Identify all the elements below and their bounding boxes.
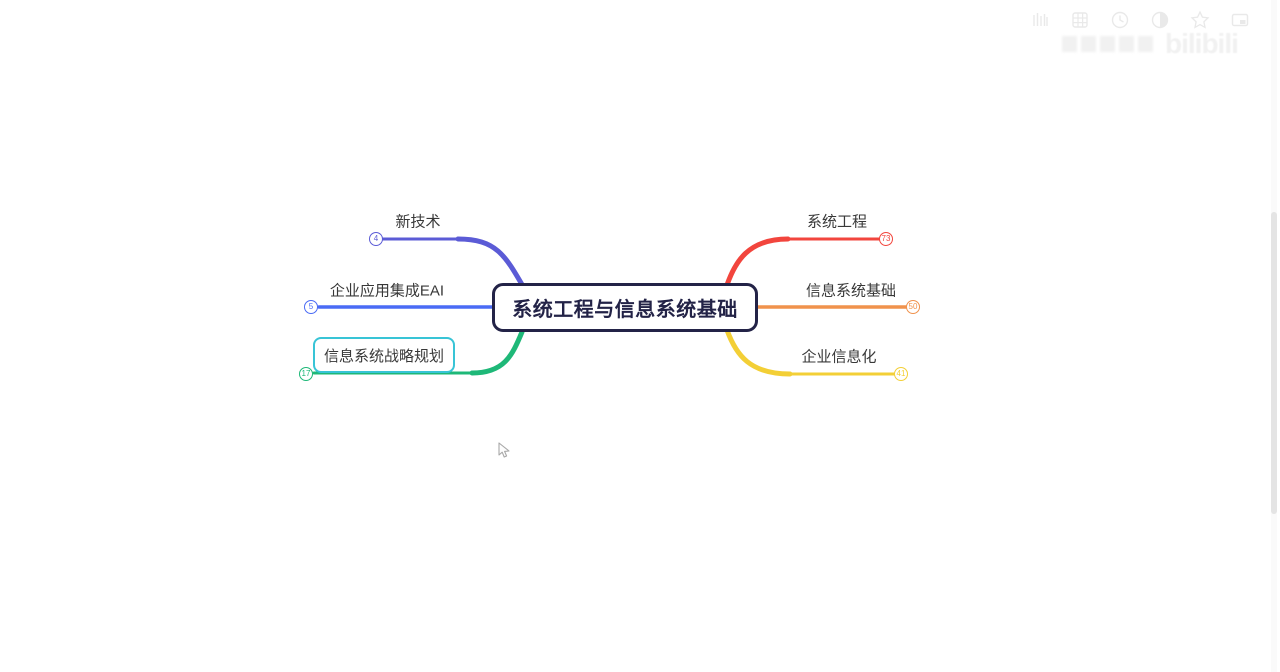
contrast-icon — [1151, 11, 1169, 29]
star-icon — [1190, 10, 1210, 29]
node-new-technology[interactable]: 新技术 — [395, 213, 441, 231]
watermark-blurred-text — [1062, 36, 1077, 52]
count-badge-new-technology[interactable]: 4 — [369, 232, 383, 246]
count-badge-eai[interactable]: 5 — [304, 300, 318, 314]
count-badge-strategic-planning[interactable]: 17 — [299, 367, 313, 381]
node-eai[interactable]: 企业应用集成EAI — [329, 282, 445, 300]
scrollbar-thumb[interactable] — [1271, 212, 1277, 514]
node-strategic-planning-label: 信息系统战略规划 — [323, 347, 444, 365]
node-enterprise-informatization[interactable]: 企业信息化 — [801, 348, 877, 366]
node-info-systems-basics[interactable]: 信息系统基础 — [805, 282, 897, 300]
root-node[interactable]: 系统工程与信息系统基础 — [492, 283, 758, 332]
node-systems-engineering[interactable]: 系统工程 — [806, 213, 868, 231]
overlay-icon-row — [1030, 10, 1250, 30]
count-badge-systems-engineering[interactable]: 73 — [879, 232, 893, 246]
node-strategic-planning-selected[interactable]: 信息系统战略规划 — [313, 337, 455, 373]
branch-curve-new-technology — [455, 236, 527, 291]
clock-icon — [1111, 11, 1129, 29]
branch-curve-systems-engineering — [724, 236, 791, 288]
watermark: bilibili — [1062, 28, 1239, 60]
count-badge-enterprise-informatization[interactable]: 41 — [894, 367, 908, 381]
grid-icon — [1072, 12, 1088, 28]
branch-curve-strategic-planning — [469, 329, 525, 376]
branch-curve-enterprise-informatization — [724, 327, 793, 377]
equalizer-icon — [1033, 13, 1048, 26]
bilibili-logo: bilibili — [1165, 28, 1239, 59]
count-badge-info-systems-basics[interactable]: 50 — [906, 300, 920, 314]
mouse-cursor — [498, 442, 510, 458]
pip-icon — [1231, 13, 1249, 27]
